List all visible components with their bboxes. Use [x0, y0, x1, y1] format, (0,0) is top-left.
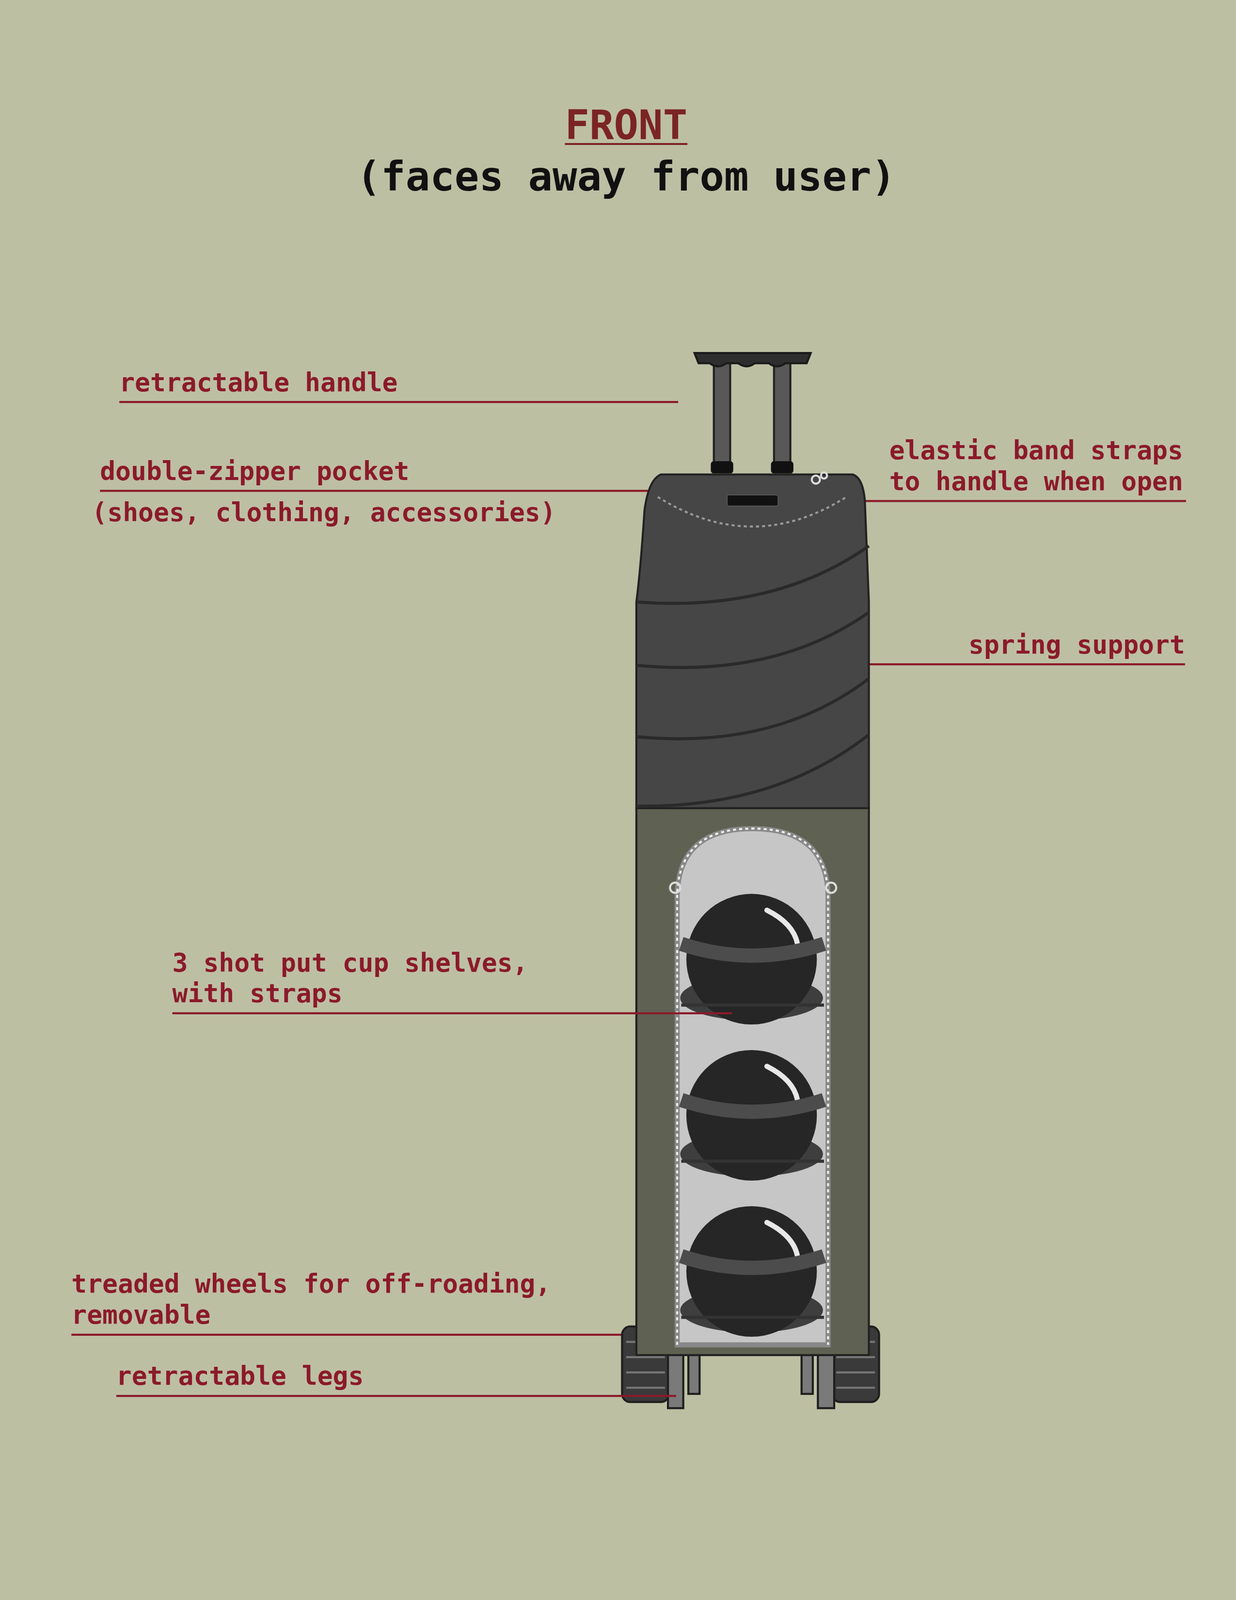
upper-pocket: [636, 472, 870, 808]
wheels-part-part: [836, 1371, 875, 1374]
lower-body-part: [669, 882, 681, 893]
retractable-legs-part: [801, 1352, 813, 1394]
leader-lines-front-part: [116, 1394, 677, 1397]
shot-put-shelves-part-part: [681, 1315, 824, 1319]
upper-pocket-part-part: [636, 678, 870, 739]
callout-label: 3 shot put cup shelves, with straps: [172, 947, 554, 1009]
lower-body: [636, 808, 870, 1355]
wheels-part-part: [626, 1371, 666, 1374]
retractable-legs-part: [688, 1352, 700, 1394]
leader-lines-part: [861, 663, 1186, 666]
leader-lines-front-part: [172, 1012, 733, 1015]
shot-put-shelves-part: [681, 1004, 824, 1317]
shot-put-shelves-part-part: [681, 1255, 824, 1268]
leader-lines-part: [71, 1333, 634, 1336]
upper-pocket-part-part: [636, 545, 870, 604]
shot-put-shelves: [680, 893, 824, 1337]
upper-pocket-part-part: [636, 612, 870, 668]
lower-body-part: [677, 828, 828, 1345]
retractable-handle-part: [710, 460, 733, 474]
upper-pocket-part: [636, 545, 870, 807]
callout-label: treaded wheels for off-roading, removabl…: [71, 1267, 567, 1330]
shot-put-shelves-part-part: [681, 1003, 824, 1007]
callout-label: spring support: [968, 629, 1186, 661]
wheels-part-part: [836, 1355, 875, 1358]
shot-put-shelves-part: [681, 943, 824, 1268]
shot-put-shelves-part-part: [681, 1099, 824, 1112]
callout-label: double-zipper pocket: [99, 455, 410, 487]
shot-put-shelves-part-part: [766, 1065, 798, 1100]
callout-label: retractable legs: [116, 1360, 365, 1392]
lower-body-part: [677, 828, 828, 1345]
upper-pocket-part: [821, 472, 828, 479]
shot-put-shelves-part-part: [681, 943, 824, 956]
leader-lines-front: [116, 1013, 733, 1396]
upper-pocket-part-part: [636, 734, 870, 806]
retractable-handle-part: [771, 460, 794, 474]
retractable-legs: [667, 1352, 835, 1409]
subtitle: (faces away from user): [356, 153, 897, 201]
diagram-title: FRONT: [564, 101, 688, 149]
retractable-legs-part: [667, 1352, 684, 1409]
upper-pocket-part: [636, 474, 870, 809]
leader-lines: [71, 401, 1187, 1335]
retractable-handle-part: [713, 362, 731, 470]
leader-lines-part: [119, 400, 679, 403]
callout-note: (shoes, clothing, accessories): [91, 496, 556, 528]
wheels-part-part: [626, 1386, 666, 1389]
wheels-part-part: [836, 1386, 875, 1389]
callout-label: elastic band straps to handle when open: [889, 434, 1193, 497]
retractable-legs-part: [817, 1352, 835, 1409]
shot-put-shelves-part: [766, 909, 798, 1256]
lower-body-part: [825, 882, 837, 893]
shot-put-shelves-part-part: [766, 1221, 798, 1256]
leader-lines-part: [99, 489, 663, 492]
lower-body-part: [636, 808, 870, 1355]
retractable-handle-part: [694, 352, 811, 366]
upper-pocket-part: [727, 494, 778, 507]
shot-put-shelves-part-part: [681, 1159, 824, 1163]
shot-put-shelves-part-part: [766, 909, 798, 944]
retractable-handle: [694, 352, 811, 474]
retractable-handle-part: [774, 362, 791, 470]
wheels-part-part: [626, 1355, 666, 1358]
callout-label: retractable handle: [119, 366, 398, 398]
upper-pocket-part: [811, 475, 821, 484]
